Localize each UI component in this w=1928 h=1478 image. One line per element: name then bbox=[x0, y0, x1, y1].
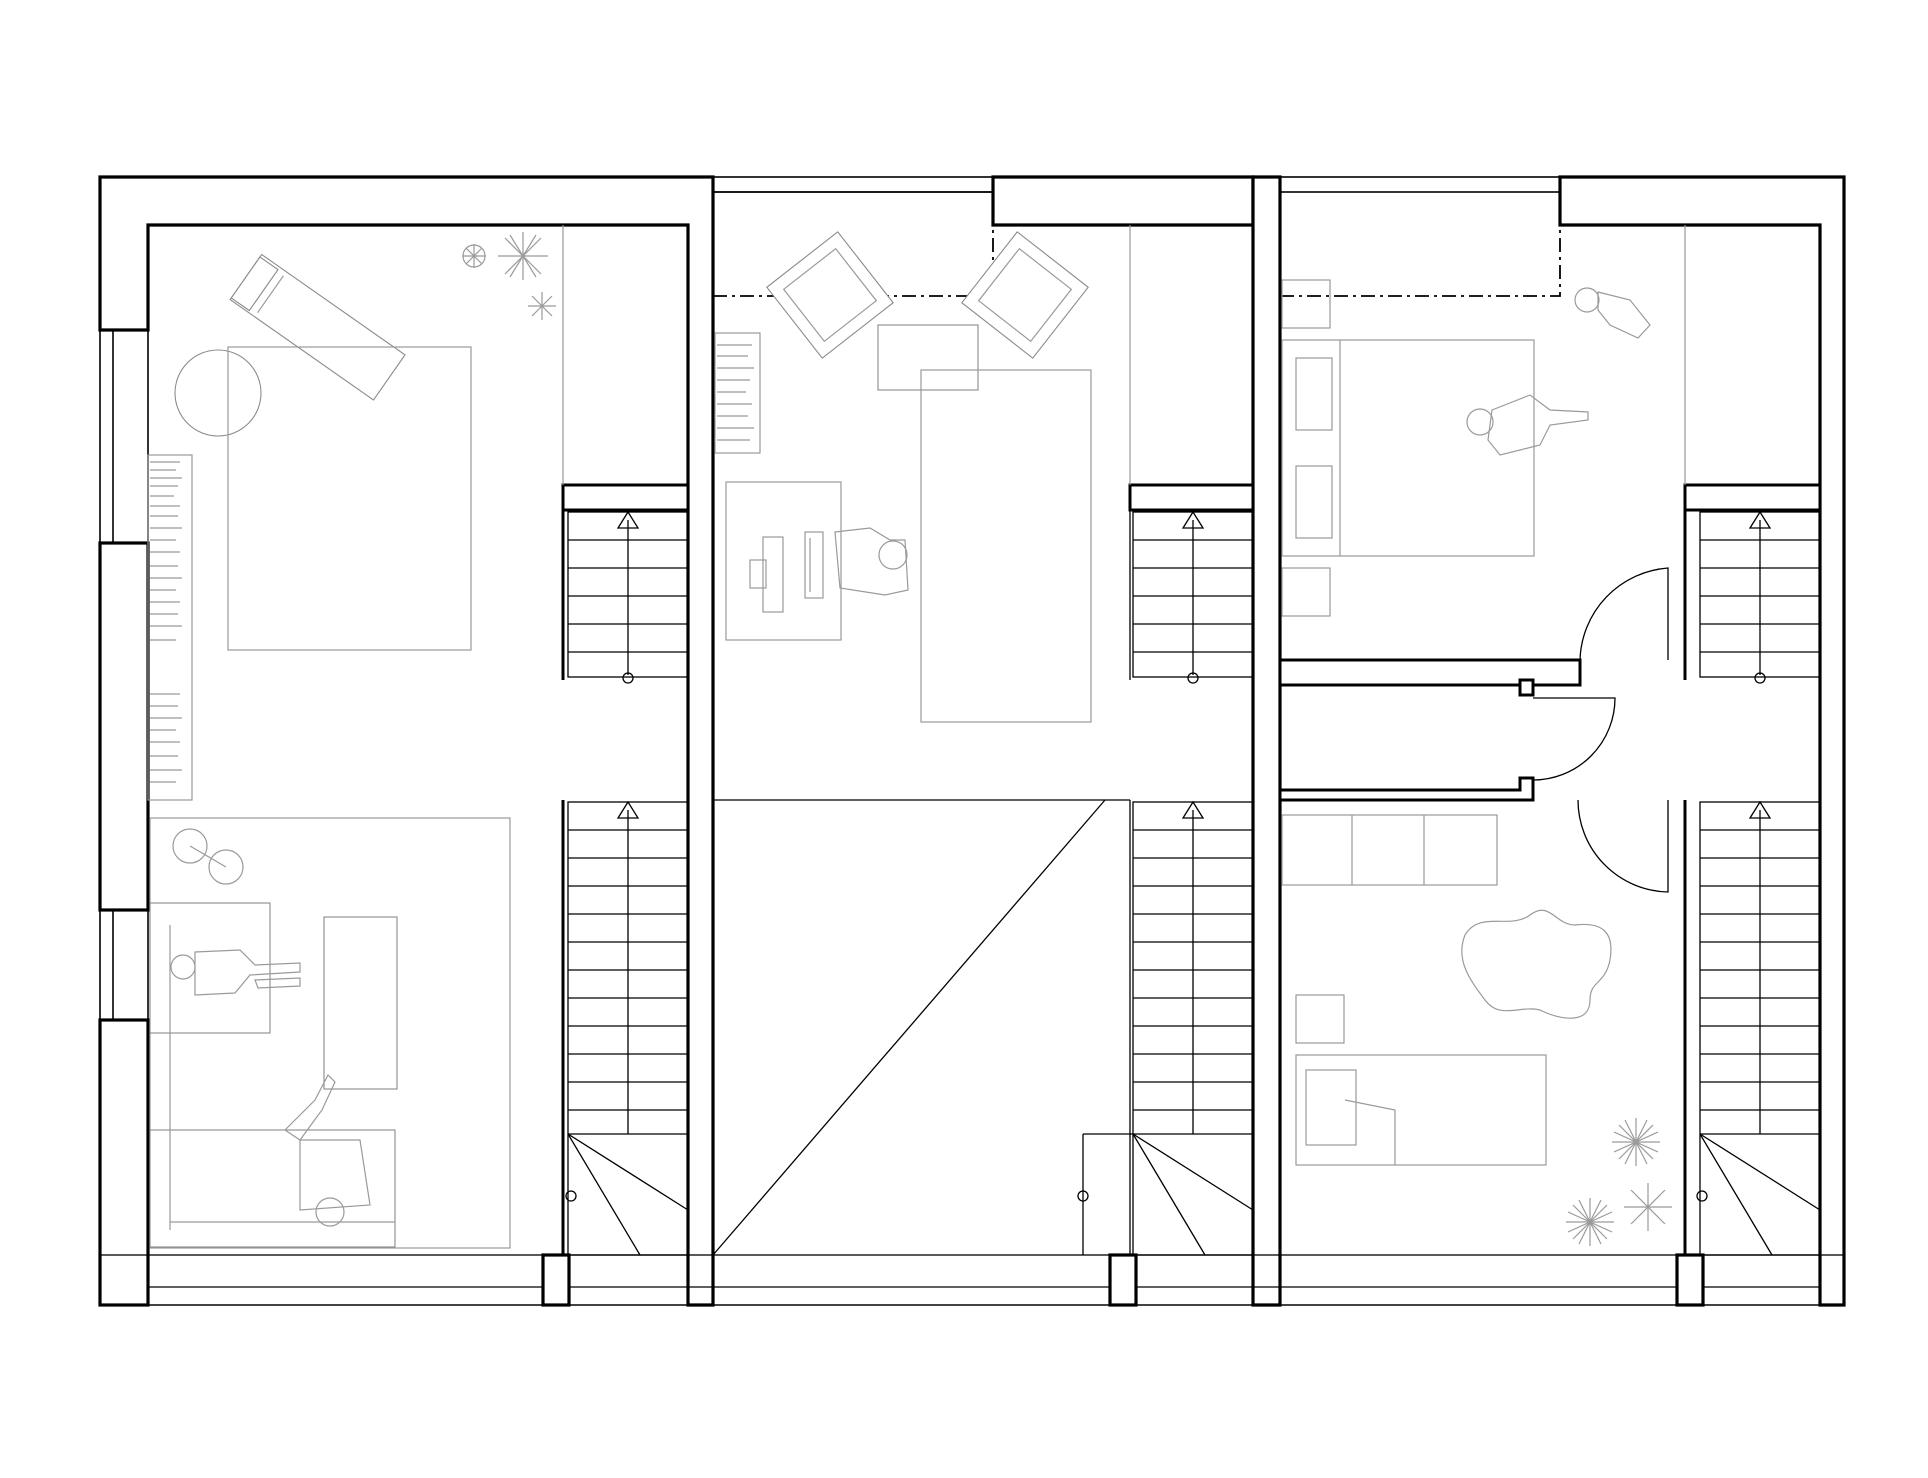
window-top-right bbox=[1279, 176, 1561, 193]
middle-unit bbox=[712, 225, 1255, 1256]
armchair-left bbox=[766, 231, 894, 359]
bookshelf bbox=[147, 454, 193, 801]
lounge-chair bbox=[229, 253, 406, 401]
person-at-desk bbox=[834, 527, 909, 596]
hall-wall-left-up bbox=[1518, 678, 1535, 697]
toy-box bbox=[1295, 994, 1345, 1044]
plant-1 bbox=[462, 244, 486, 268]
stair-right-upper bbox=[1699, 510, 1821, 684]
person-standing-1 bbox=[1574, 287, 1651, 339]
double-height-void bbox=[712, 799, 1130, 1256]
door-kids-room[interactable] bbox=[1577, 799, 1669, 893]
wardrobe bbox=[1281, 814, 1498, 886]
stair-core-wall-left bbox=[561, 483, 690, 512]
wall-left-low bbox=[98, 1018, 150, 1307]
armchair-right bbox=[961, 231, 1089, 359]
nightstand-top bbox=[1281, 279, 1331, 329]
wall-bottom bbox=[99, 1254, 1845, 1306]
overhead-beam-right bbox=[1280, 225, 1561, 297]
column-1 bbox=[541, 1253, 571, 1307]
stair-core-wall-right bbox=[1683, 483, 1822, 512]
stair-arrow bbox=[616, 510, 640, 529]
side-table-middle bbox=[877, 324, 979, 391]
window-left-1 bbox=[99, 329, 149, 544]
computer bbox=[749, 531, 824, 613]
stair-right-lower bbox=[1696, 800, 1821, 1256]
window-left-2 bbox=[99, 909, 149, 1021]
person-sitting-1 bbox=[170, 949, 301, 996]
round-table bbox=[174, 349, 262, 437]
column-2 bbox=[1108, 1253, 1138, 1307]
side-table bbox=[172, 828, 244, 885]
column-3 bbox=[1675, 1253, 1705, 1307]
plant-3 bbox=[528, 292, 556, 320]
plant-6 bbox=[1566, 1198, 1614, 1246]
double-bed bbox=[1281, 339, 1535, 557]
nightstand-bottom bbox=[1281, 567, 1331, 617]
person-sitting-2 bbox=[284, 1073, 371, 1227]
hall-wall-left-low bbox=[1278, 776, 1535, 802]
plant-4 bbox=[1612, 1118, 1660, 1166]
rug-middle bbox=[920, 369, 1092, 723]
plant-5 bbox=[1624, 1183, 1672, 1231]
right-unit bbox=[1278, 225, 1822, 1256]
left-unit bbox=[147, 225, 690, 1256]
stair-middle-lower bbox=[1077, 800, 1254, 1256]
stair-core-wall-middle bbox=[1128, 483, 1255, 512]
wall-left-mid bbox=[98, 541, 150, 912]
door-hallway[interactable] bbox=[1532, 697, 1616, 781]
cloud-rug bbox=[1461, 909, 1612, 1019]
bedroom-wall bbox=[1278, 658, 1582, 687]
stair-left-lower bbox=[565, 800, 689, 1256]
rug-upper bbox=[227, 346, 472, 651]
door-bedroom[interactable] bbox=[1579, 567, 1669, 661]
sofa bbox=[149, 902, 396, 1248]
stair-left-upper bbox=[567, 510, 689, 684]
bookshelf-middle bbox=[714, 332, 761, 454]
stair-middle-upper bbox=[1132, 510, 1254, 684]
single-bed bbox=[1295, 1054, 1547, 1166]
wall-top-middle bbox=[991, 175, 1255, 227]
wall-party-right bbox=[1251, 175, 1282, 1307]
person-on-bed bbox=[1466, 394, 1589, 456]
window-top-middle bbox=[712, 176, 994, 193]
plant-2 bbox=[498, 232, 548, 280]
desk bbox=[725, 481, 842, 641]
coffee-table bbox=[323, 916, 398, 1090]
